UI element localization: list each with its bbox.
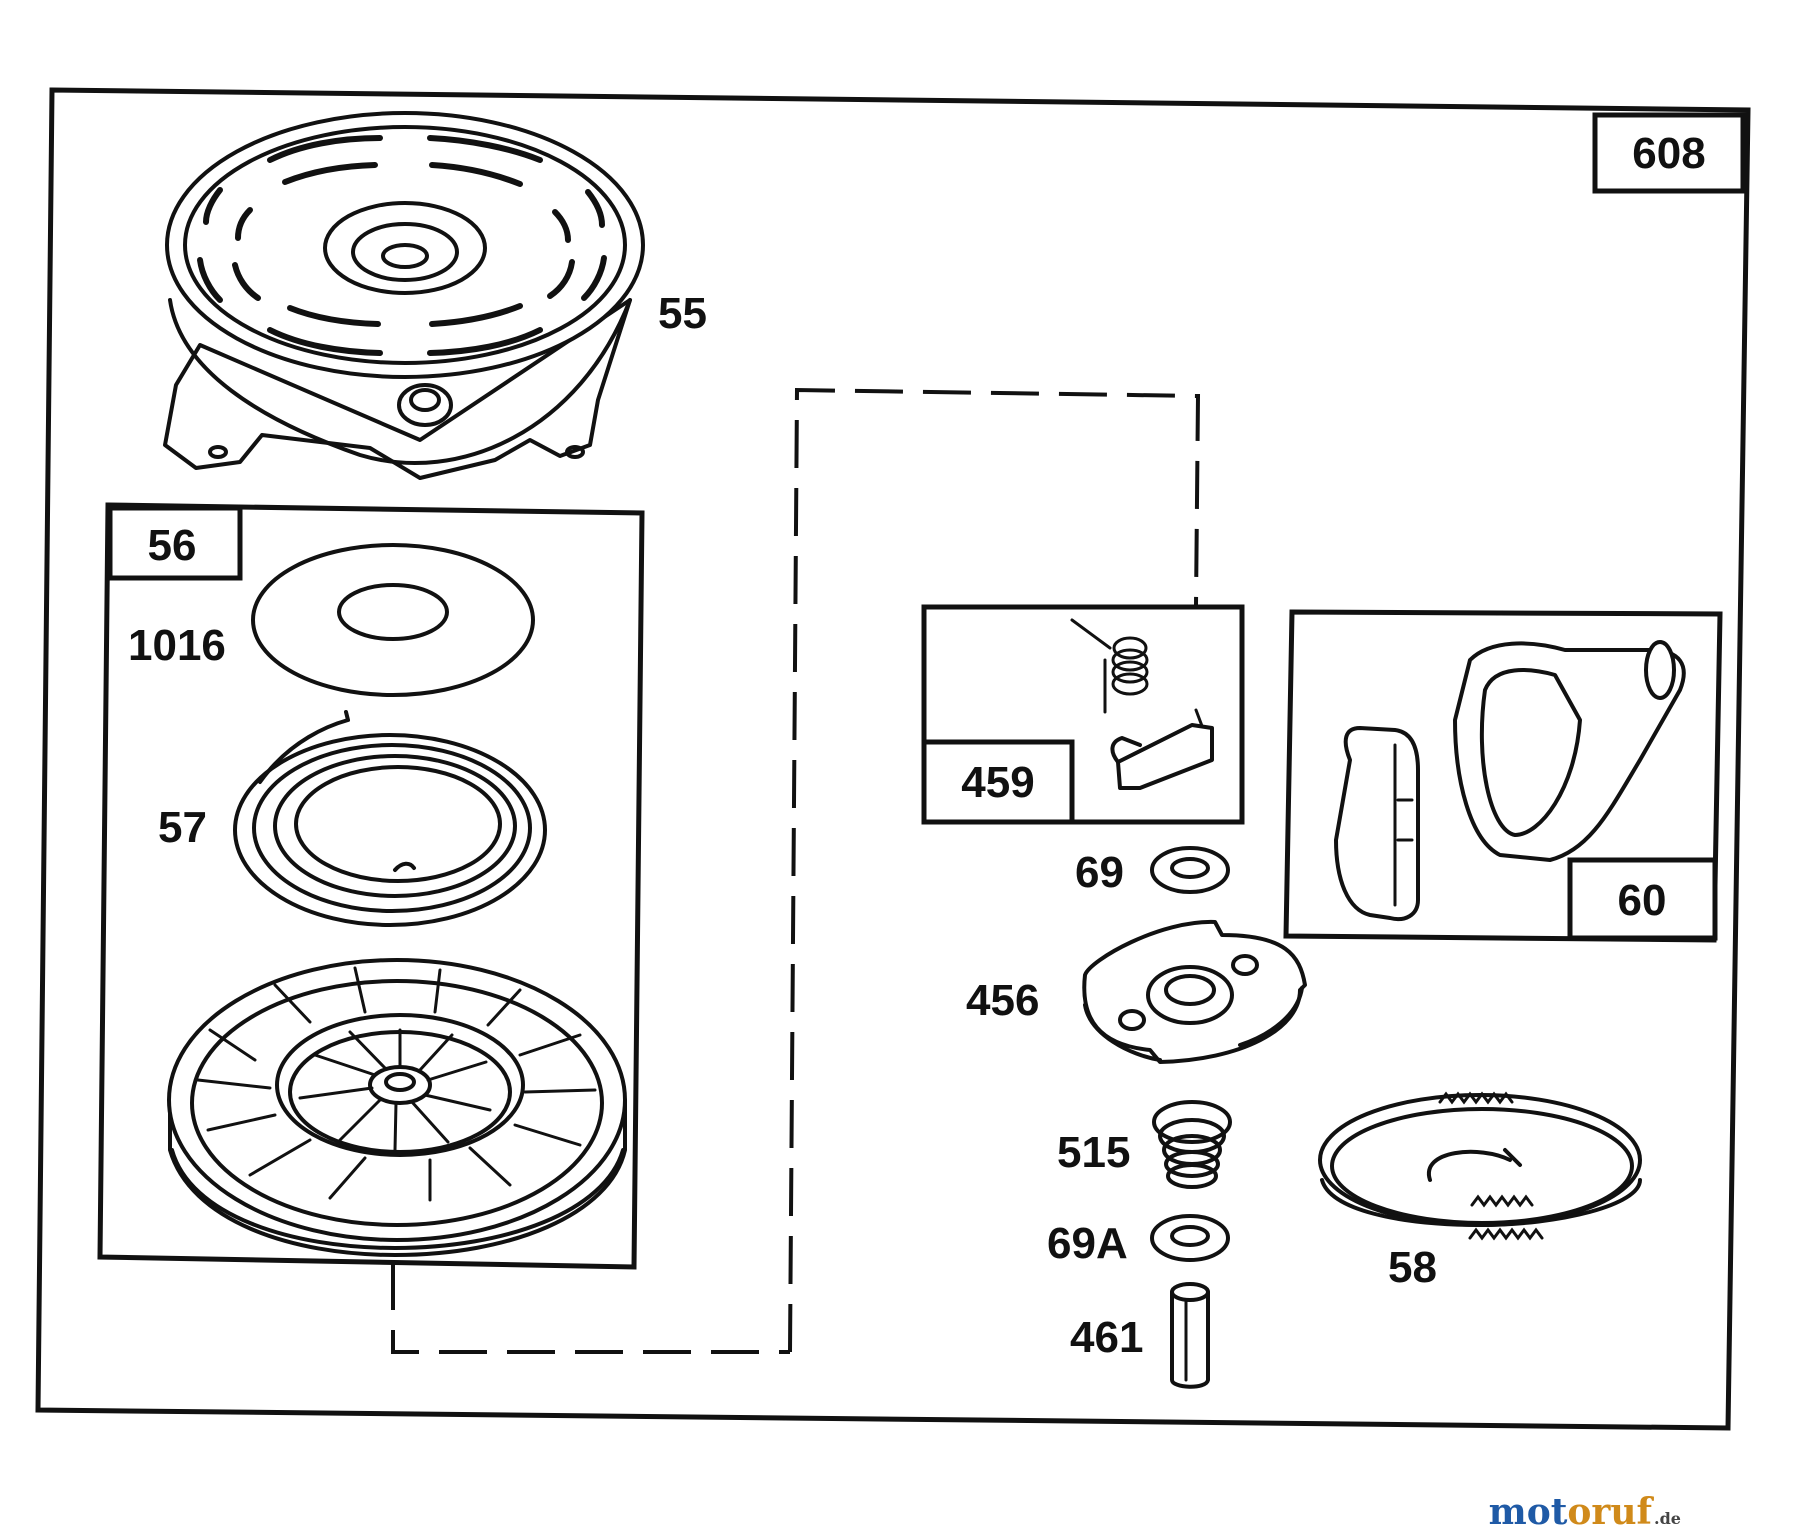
callout-57: 57 <box>158 803 207 852</box>
pawl-spring-kit-box: 459 <box>921 604 1245 825</box>
starter-handle-kit-box: 60 <box>1283 609 1723 943</box>
callout-459: 459 <box>961 758 1034 807</box>
retainer-spring-drawing <box>1152 1100 1232 1189</box>
starter-rope-drawing <box>1318 1091 1642 1241</box>
connector-lines <box>391 387 1201 1354</box>
callout-456: 456 <box>966 976 1039 1025</box>
callout-56: 56 <box>148 521 197 570</box>
washer-69-drawing <box>1150 846 1230 894</box>
callout-58: 58 <box>1388 1243 1437 1292</box>
starter-pulley-drawing <box>167 958 627 1257</box>
watermark-tld: .de <box>1654 1509 1681 1528</box>
pawl-retainer-drawing <box>1082 919 1307 1064</box>
callout-60: 60 <box>1618 876 1667 925</box>
blower-housing-drawing <box>163 111 645 480</box>
rewind-spring-drawing <box>233 710 547 927</box>
washer-69a-drawing <box>1150 1214 1230 1262</box>
callout-69a: 69A <box>1047 1219 1128 1268</box>
callout-55: 55 <box>658 289 707 338</box>
retainer-pin-drawing <box>1170 1282 1210 1389</box>
callout-515: 515 <box>1057 1128 1130 1177</box>
watermark-brand: motoruf <box>1489 1491 1655 1533</box>
assembly-frame <box>35 87 1751 1431</box>
washer-1016-drawing <box>251 543 535 697</box>
motoruf-watermark-logo: motoruf .de <box>1489 1491 1681 1533</box>
callout-69: 69 <box>1075 848 1124 897</box>
callout-461: 461 <box>1070 1313 1143 1362</box>
callout-1016: 1016 <box>128 621 226 670</box>
pulley-kit-box: 56 <box>97 502 645 1270</box>
assembly-number: 608 <box>1632 129 1705 178</box>
assembly-number-box: 608 <box>1592 112 1746 194</box>
